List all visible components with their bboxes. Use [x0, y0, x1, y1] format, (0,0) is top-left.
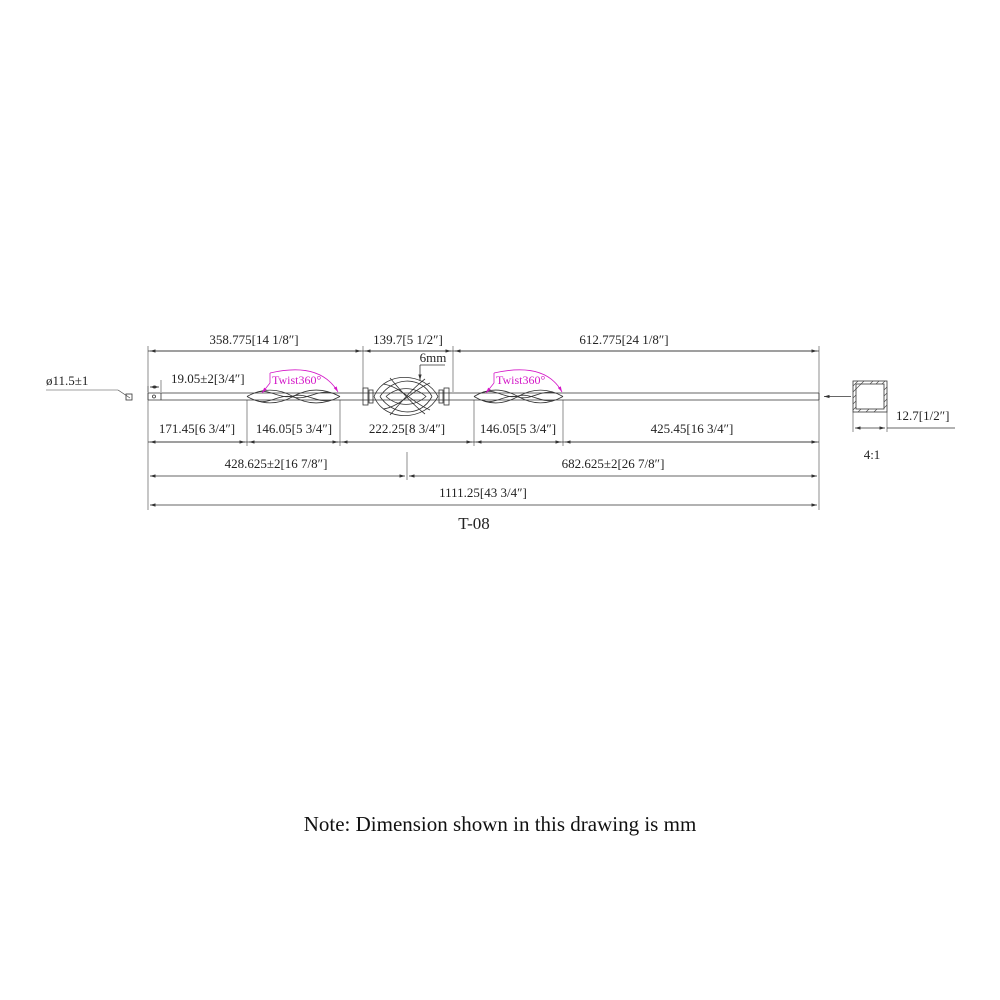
dim-diameter: ø11.5±1	[46, 373, 88, 388]
left-twist-section	[246, 389, 341, 404]
right-twist-section	[473, 389, 564, 404]
units-note: Note: Dimension shown in this drawing is…	[303, 812, 697, 836]
baluster-bar	[147, 376, 820, 417]
dim-lower-left: 428.625±2[16 7/8″]	[225, 456, 328, 471]
collars	[362, 387, 450, 406]
top-dimension-row: 358.775[14 1/8″] 139.7[5 1/2″] 612.775[2…	[148, 332, 819, 380]
dim-lower-right: 682.625±2[26 7/8″]	[562, 456, 665, 471]
twist-label-left: Twist360°	[272, 373, 321, 387]
dim-seg5: 425.45[16 3/4″]	[651, 421, 734, 436]
dim-collar: 19.05±2[3/4″]	[171, 371, 245, 386]
dim-top-right: 612.775[24 1/8″]	[579, 332, 668, 347]
dim-seg1: 171.45[6 3/4″]	[159, 421, 235, 436]
overall-dimension-row: 1111.25[43 3/4″]	[150, 485, 817, 507]
twist-label-right: Twist360°	[496, 373, 545, 387]
dim-section-size: 12.7[1/2″]	[896, 408, 949, 423]
dim-seg4: 146.05[5 3/4″]	[480, 421, 556, 436]
cross-section-detail: 12.7[1/2″] 4:1	[824, 380, 955, 462]
dim-top-mid: 139.7[5 1/2″]	[373, 332, 443, 347]
dim-overall: 1111.25[43 3/4″]	[439, 485, 527, 500]
scale-label: 4:1	[864, 447, 881, 462]
extension-lines	[147, 346, 888, 510]
dim-basket-gap: 6mm	[420, 350, 447, 365]
segment-dimension-row: 171.45[6 3/4″] 146.05[5 3/4″] 222.25[8 3…	[148, 421, 819, 444]
twist-labels: Twist360° Twist360°	[261, 369, 563, 394]
part-id: T-08	[458, 514, 490, 533]
dim-top-left: 358.775[14 1/8″]	[209, 332, 298, 347]
diameter-callout: ø11.5±1	[46, 373, 133, 401]
basket	[373, 376, 439, 417]
dim-seg2: 146.05[5 3/4″]	[256, 421, 332, 436]
lower-dimension-row: 428.625±2[16 7/8″] 682.625±2[26 7/8″]	[150, 456, 817, 478]
dim-seg3: 222.25[8 3/4″]	[369, 421, 445, 436]
collar-callout: 19.05±2[3/4″]	[150, 371, 245, 389]
